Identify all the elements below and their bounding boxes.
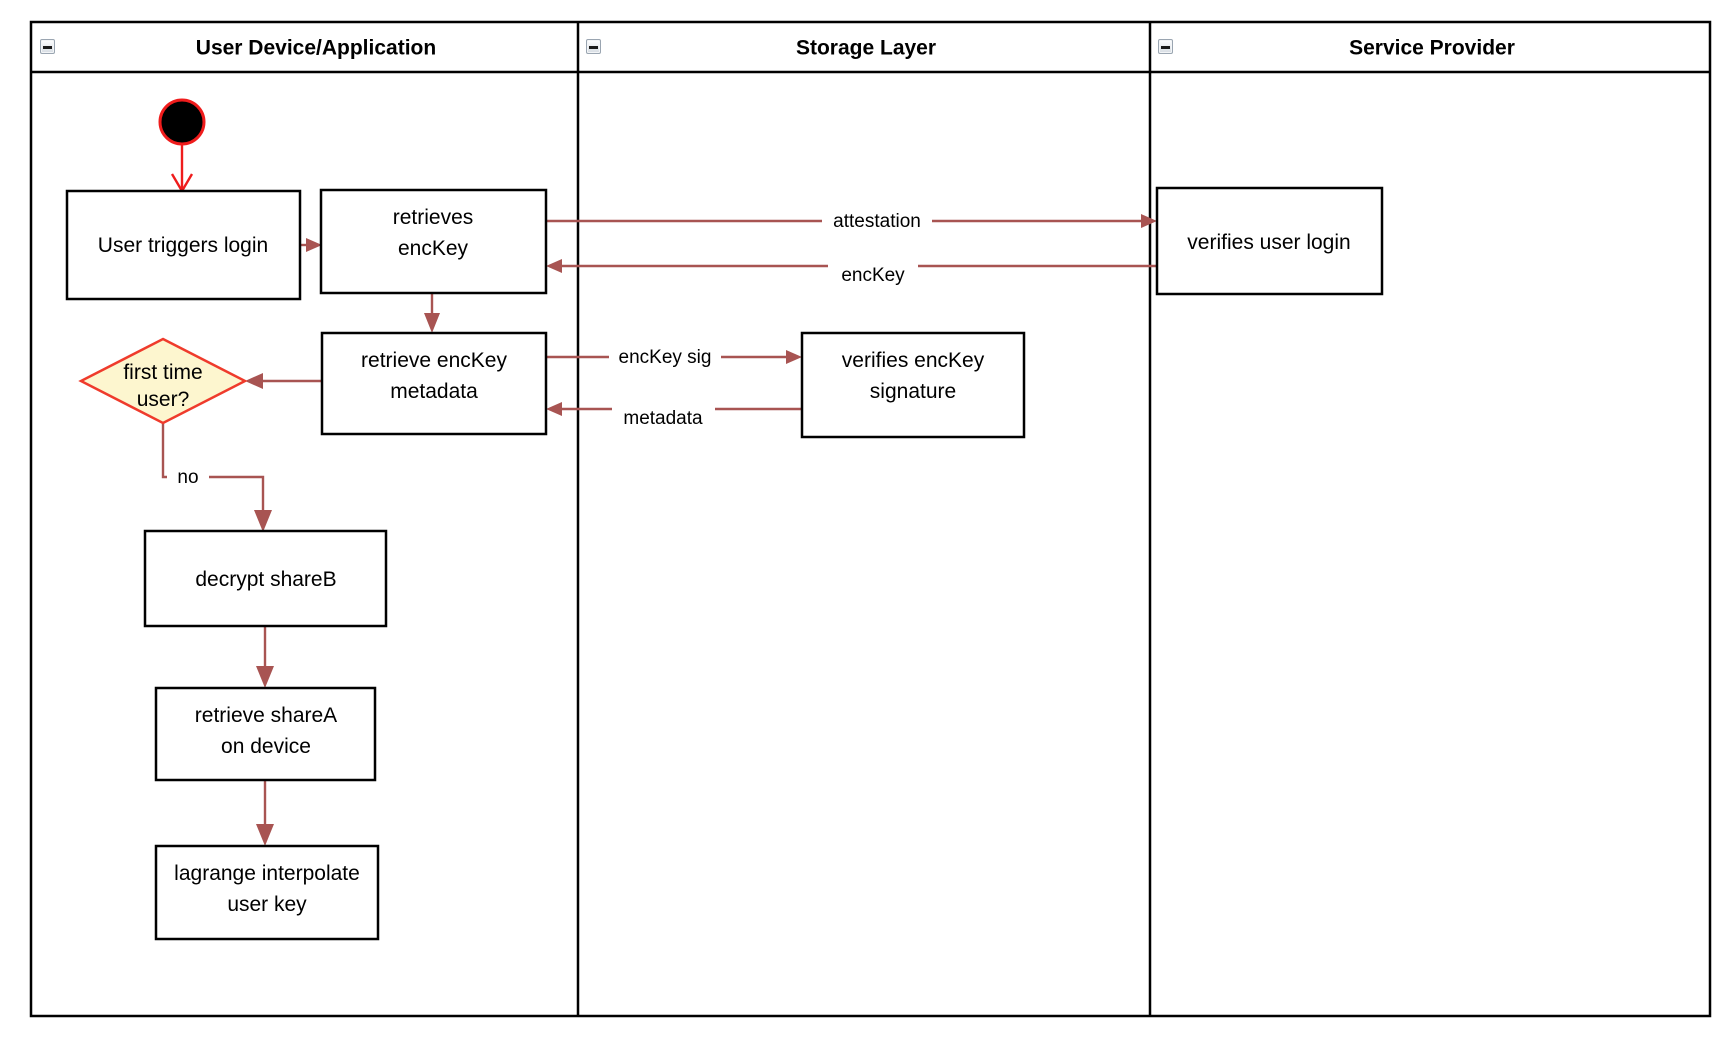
node-user-triggers-login[interactable]: User triggers login	[65, 189, 302, 301]
node-label-line2: user key	[227, 893, 307, 916]
node-verifies-enckey-signature[interactable]: verifies encKey signature	[800, 331, 1026, 439]
node-label: decrypt shareB	[195, 568, 336, 591]
edge-metadata-to-verifies-signature: encKey sig	[546, 344, 802, 370]
node-lagrange-interpolate-user-key[interactable]: lagrange interpolate user key	[154, 844, 380, 941]
node-first-time-user-decision[interactable]: first time user?	[78, 337, 248, 425]
lane-title-service-provider: Service Provider	[1349, 37, 1515, 60]
edge-verifies-signature-to-metadata: metadata	[546, 402, 802, 431]
edge-label-background	[609, 344, 721, 370]
node-decrypt-shareb[interactable]: decrypt shareB	[143, 529, 388, 628]
node-label-line1: retrieve shareA	[195, 704, 337, 727]
node-retrieves-enckey[interactable]: retrieves encKey	[319, 188, 548, 295]
edge-label-background	[167, 464, 209, 490]
edge-retrieves-to-metadata	[424, 293, 440, 333]
edge-label-background	[828, 262, 918, 288]
lane-title-storage-layer: Storage Layer	[796, 37, 936, 60]
node-label-line2: metadata	[390, 380, 478, 403]
node-label-line1: first time	[123, 361, 202, 384]
node-label-line2: on device	[221, 735, 311, 758]
node-label-line1: lagrange interpolate	[174, 862, 360, 885]
node-label-line1: retrieve encKey	[361, 349, 507, 372]
edge-verifies-login-to-retrieves: encKey	[546, 259, 1157, 288]
lane-title-user-device: User Device/Application	[196, 37, 436, 60]
lane-collapse-minus-icon-service-provider[interactable]	[1158, 39, 1173, 54]
node-label-line1: verifies encKey	[842, 349, 985, 372]
edge-label-attestation: attestation	[833, 211, 921, 232]
lane-collapse-minus-icon-storage-layer[interactable]	[586, 39, 601, 54]
node-label-line2: user?	[137, 388, 190, 411]
node-label-line1: retrieves	[393, 206, 474, 229]
edge-decrypt-to-retrieve-sharea	[256, 626, 274, 688]
node-label-line2: encKey	[398, 237, 469, 260]
edge-metadata-to-decision	[245, 373, 322, 389]
edge-label-enckey-sig: encKey sig	[619, 347, 712, 368]
edge-decision-to-decrypt: no	[161, 414, 272, 532]
edge-label-enckey: encKey	[841, 265, 905, 286]
node-retrieve-enckey-metadata[interactable]: retrieve encKey metadata	[320, 331, 548, 436]
node-start[interactable]	[158, 98, 206, 146]
edge-label-background	[822, 208, 932, 234]
lane-collapse-minus-icon-user-device[interactable]	[40, 39, 55, 54]
edge-label-no: no	[177, 467, 198, 488]
node-retrieve-sharea-on-device[interactable]: retrieve shareA on device	[154, 686, 377, 782]
edge-label-background	[612, 405, 715, 431]
edge-retrieve-sharea-to-lagrange	[256, 780, 274, 846]
edge-login-to-retrieves	[300, 238, 322, 252]
node-verifies-user-login[interactable]: verifies user login	[1155, 186, 1384, 296]
edge-label-metadata: metadata	[623, 408, 703, 429]
node-label-line2: signature	[870, 380, 956, 403]
edge-retrieves-to-verifies-login: attestation	[546, 208, 1157, 234]
node-label: User triggers login	[98, 234, 268, 257]
node-label: verifies user login	[1187, 231, 1350, 254]
